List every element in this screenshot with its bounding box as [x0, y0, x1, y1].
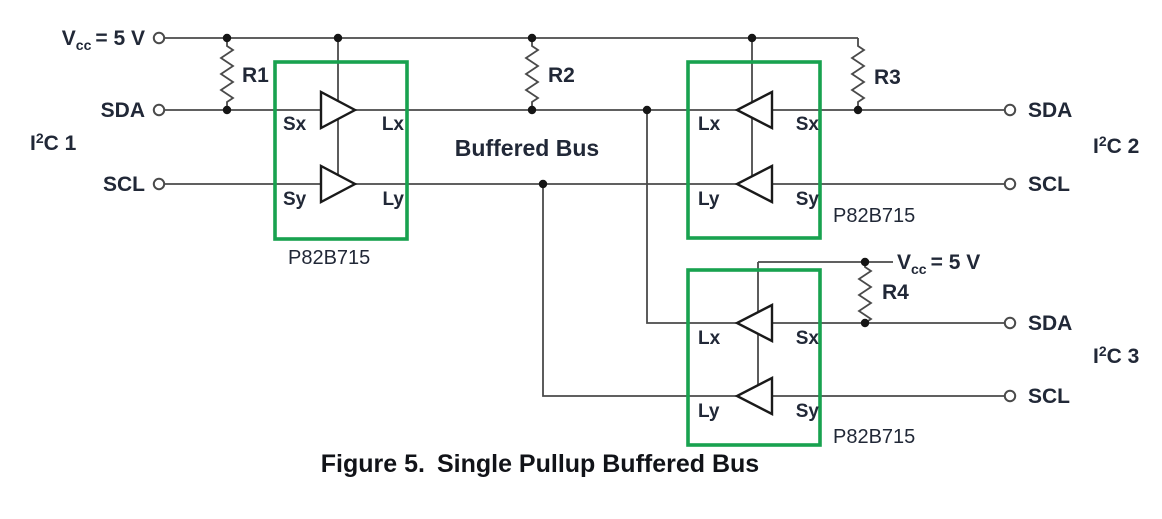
terminal-scl1 [152, 177, 166, 191]
i2c2-label: I2C 2 [1093, 133, 1139, 158]
buffer-triangle-sx1 [319, 90, 358, 130]
junction-dots [222, 33, 870, 328]
buffer-triangle-sy2 [734, 164, 774, 204]
r4-label: R4 [882, 281, 909, 304]
r1-label: R1 [242, 64, 269, 87]
box1-sy-label: Sy [283, 189, 307, 210]
terminal-vcc1 [152, 31, 166, 45]
buffer-triangles [319, 90, 774, 416]
r3-label: R3 [874, 66, 901, 89]
buffer-triangle-sy1 [319, 164, 358, 204]
junction-dot [642, 105, 652, 115]
box3-ly-label: Ly [698, 401, 720, 422]
terminals [152, 31, 1017, 403]
vcc3-label: Vcc= 5 V [897, 251, 980, 277]
junction-dot [527, 33, 537, 43]
resistor-r2 [524, 38, 540, 110]
i2c3-label: I2C 3 [1093, 343, 1139, 368]
box2-sy-label: Sy [796, 189, 820, 210]
box3-sy-label: Sy [796, 401, 820, 422]
box1-lx-label: Lx [382, 114, 405, 135]
junction-dot [222, 105, 232, 115]
terminal-scl3 [1003, 389, 1017, 403]
junction-dot [538, 179, 548, 189]
resistor-r4 [857, 262, 873, 324]
box3-lx-label: Lx [698, 328, 721, 349]
scl2-label: SCL [1028, 173, 1070, 196]
terminal-sda1 [152, 103, 166, 117]
junction-dot [747, 33, 757, 43]
p82b715-box-1 [273, 60, 409, 241]
buffer-triangle-sy3 [734, 376, 774, 416]
box1-ly-label: Ly [383, 189, 405, 210]
terminal-scl2 [1003, 177, 1017, 191]
sda1-label: SDA [101, 99, 145, 122]
junction-dot [222, 33, 232, 43]
box2-sx-label: Sx [796, 114, 820, 135]
vcc1-label: Vcc= 5 V [62, 27, 145, 53]
box2-part-label: P82B715 [833, 205, 915, 227]
resistor-r1 [219, 38, 235, 110]
scl1-label: SCL [103, 173, 145, 196]
p82b715-box-3 [686, 268, 822, 447]
sda2-label: SDA [1028, 99, 1072, 122]
junction-dot [333, 33, 343, 43]
junction-dot [860, 318, 870, 328]
box1-sx-label: Sx [283, 114, 307, 135]
buffer-triangle-sx2 [734, 90, 774, 130]
sda3-label: SDA [1028, 312, 1072, 335]
resistor-r3 [850, 38, 866, 110]
terminal-sda2 [1003, 103, 1017, 117]
junction-dot [853, 105, 863, 115]
junction-dot [527, 105, 537, 115]
terminal-sda3 [1003, 316, 1017, 330]
wire-drop-to-ly3 [542, 184, 737, 397]
labels: Vcc= 5 V SDA SCL I2C 1 R1 R2 R3 R4 Sx Lx… [30, 27, 1139, 478]
box3-part-label: P82B715 [833, 426, 915, 448]
scl3-label: SCL [1028, 385, 1070, 408]
buffered-bus-label: Buffered Bus [455, 135, 599, 161]
p82b715-box-2 [686, 60, 822, 240]
box1-part-label: P82B715 [288, 247, 370, 269]
box2-lx-label: Lx [698, 114, 721, 135]
wire-drop-to-lx3 [646, 110, 737, 324]
device-boxes [273, 60, 822, 447]
buffer-triangle-sx3 [734, 303, 774, 343]
r2-label: R2 [548, 64, 575, 87]
box2-ly-label: Ly [698, 189, 720, 210]
figure-caption: Figure 5.Single Pullup Buffered Bus [321, 450, 759, 478]
junction-dot [860, 257, 870, 267]
i2c1-label: I2C 1 [30, 130, 77, 155]
box3-sx-label: Sx [796, 328, 820, 349]
